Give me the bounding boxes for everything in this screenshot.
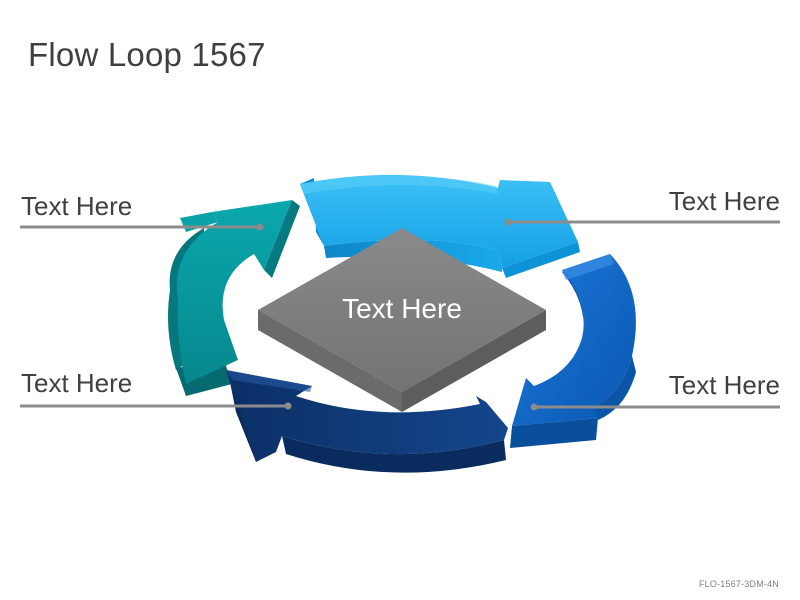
arrow-bottom-navy: [226, 370, 508, 473]
label-bottom-right: Text Here: [668, 370, 780, 400]
arrow-left-teal: [168, 200, 300, 396]
label-top-left: Text Here: [21, 191, 133, 221]
footer-code: FLO-1567-3DM-4N: [698, 579, 779, 589]
connector-dot-bottom-right: [530, 403, 538, 411]
label-bottom-left: Text Here: [21, 368, 133, 398]
connector-dot-top-right: [504, 218, 512, 226]
arrow-right-blue: [510, 254, 636, 448]
connector-dot-bottom-left: [284, 402, 292, 410]
center-box: Text Here: [258, 228, 546, 412]
center-label: Text Here: [342, 293, 462, 324]
connector-dot-top-left: [256, 223, 264, 231]
connectors: [20, 218, 780, 411]
page-title: Flow Loop 1567: [28, 36, 266, 73]
label-top-right: Text Here: [668, 186, 780, 216]
